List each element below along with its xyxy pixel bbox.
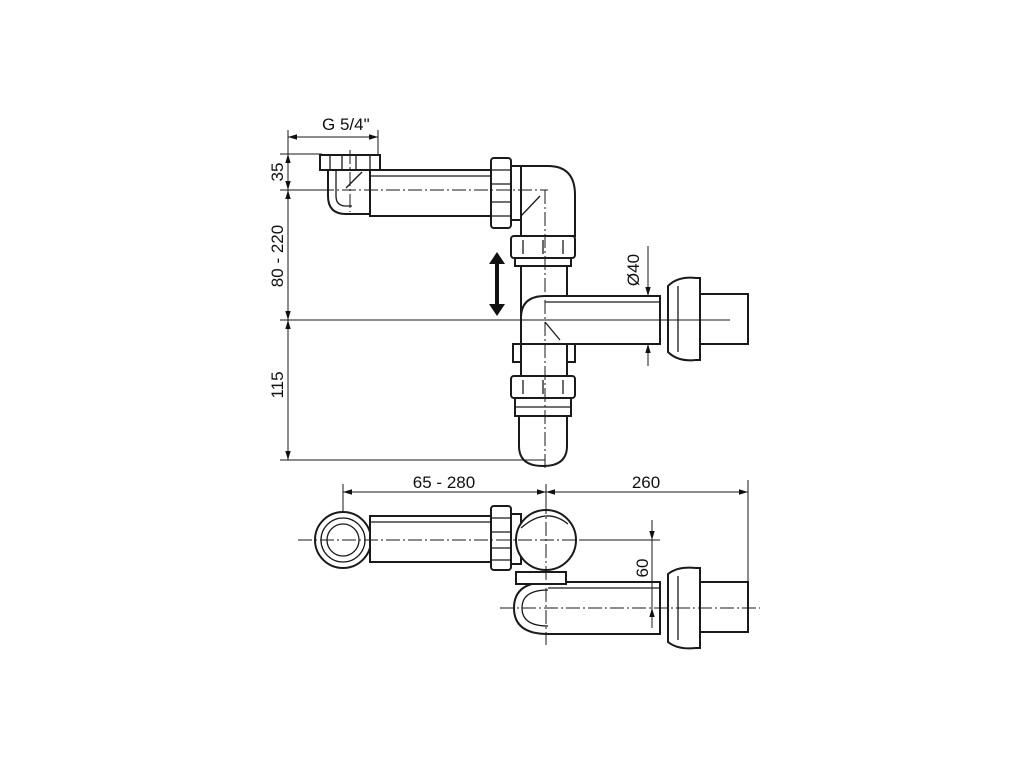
top-outlet-pipe bbox=[512, 571, 661, 635]
dim-adjustable-height-label: 80 - 220 bbox=[268, 225, 287, 287]
inlet-cap bbox=[319, 154, 381, 215]
lower-nut bbox=[510, 375, 576, 417]
dim-outlet-length: 260 bbox=[546, 473, 749, 585]
dim-outlet-length-label: 260 bbox=[632, 473, 660, 492]
dim-horizontal-adjust: 65 - 280 bbox=[342, 473, 547, 512]
upper-horizontal-pipe bbox=[369, 169, 496, 217]
side-view: G 5/4" 35 80 - 220 115 Ø40 bbox=[268, 115, 749, 470]
trap-bowl bbox=[518, 415, 568, 468]
dim-outlet-offset-label: 60 bbox=[633, 559, 652, 578]
dim-trap-depth-label: 115 bbox=[268, 371, 287, 398]
dim-thread: G 5/4" bbox=[287, 115, 379, 156]
upper-nut bbox=[490, 157, 522, 229]
height-adjust-arrow-icon bbox=[489, 252, 505, 316]
middle-nut bbox=[510, 235, 576, 267]
top-horizontal-pipe bbox=[369, 515, 496, 563]
dim-thread-label: G 5/4" bbox=[322, 115, 370, 134]
dim-outlet-diameter: Ø40 bbox=[624, 246, 656, 366]
dim-inlet-height-label: 35 bbox=[268, 163, 287, 182]
top-view: 65 - 280 260 60 bbox=[298, 473, 760, 650]
wall-rosette bbox=[667, 276, 749, 362]
top-rosette bbox=[667, 566, 749, 650]
upper-elbow bbox=[520, 165, 576, 237]
dim-horizontal-adjust-label: 65 - 280 bbox=[413, 473, 475, 492]
dim-outlet-offset: 60 bbox=[580, 520, 660, 628]
dim-outlet-diameter-label: Ø40 bbox=[624, 254, 643, 286]
